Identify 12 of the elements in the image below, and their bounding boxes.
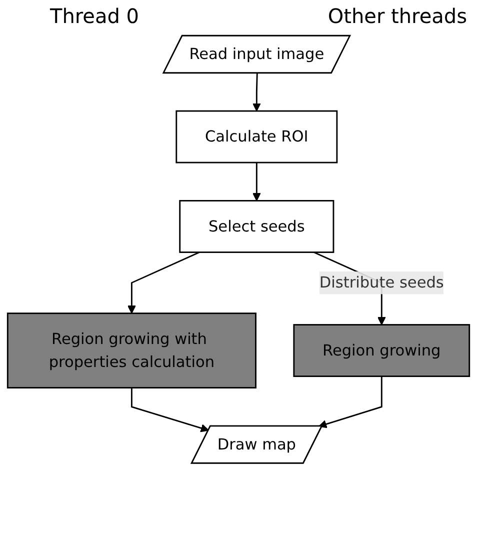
node-box: Region growing — [293, 324, 470, 377]
arrow — [130, 388, 210, 432]
arrow — [318, 376, 382, 428]
node-box: Region growing with properties calculation — [6, 312, 256, 388]
node-box: Select seeds — [179, 200, 334, 253]
arrow — [252, 162, 261, 202]
column-heading: Other threads — [328, 4, 467, 28]
node-box: Calculate ROI — [176, 110, 338, 164]
column-heading: Thread 0 — [50, 4, 140, 28]
edge-label: Distribute seeds — [319, 273, 444, 292]
arrow — [252, 73, 261, 112]
arrow — [128, 252, 200, 314]
